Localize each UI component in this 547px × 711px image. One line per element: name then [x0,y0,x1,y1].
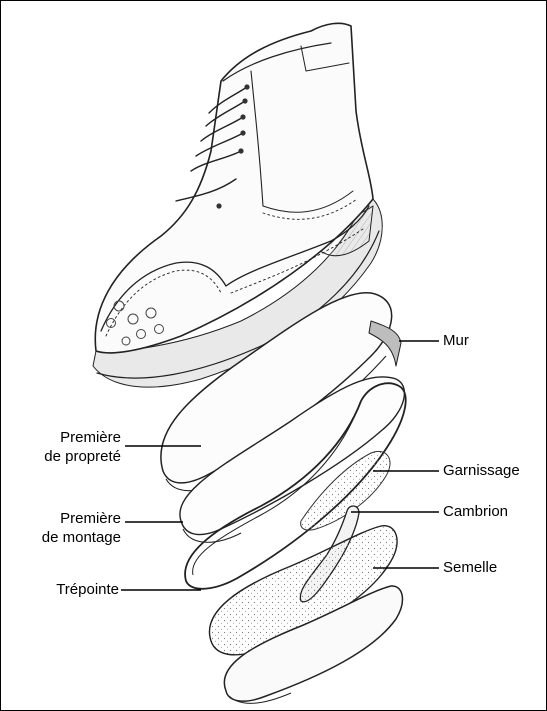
label-garnissage: Garnissage [443,461,520,480]
outsole-semelle [209,526,402,704]
label-premiere-montage: Première de montage [13,509,121,547]
label-premiere-montage-line1: Première [13,509,121,528]
label-premiere-proprete-line1: Première [19,428,121,447]
label-mur: Mur [443,331,469,350]
label-semelle: Semelle [443,558,497,577]
label-premiere-proprete: Première de propreté [19,428,121,466]
label-trepointe: Trépointe [21,580,119,599]
label-premiere-montage-line2: de montage [13,528,121,547]
label-premiere-proprete-line2: de propreté [19,447,121,466]
label-cambrion: Cambrion [443,502,508,521]
